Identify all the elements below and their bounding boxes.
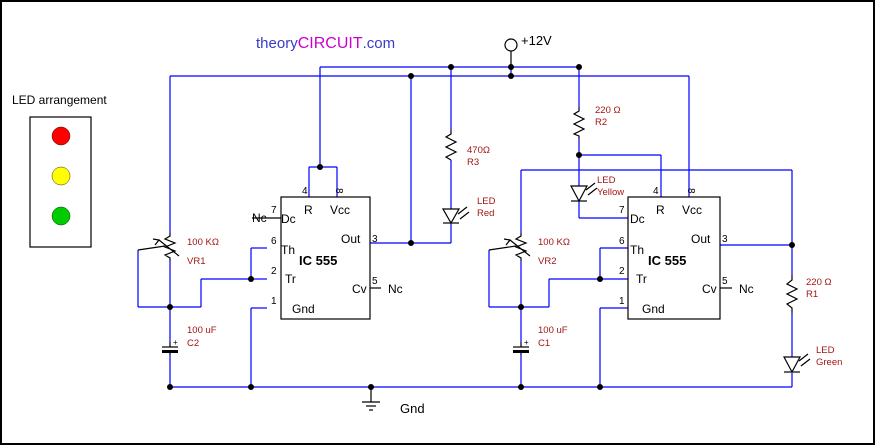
ic-right-label-th: Th	[630, 243, 644, 257]
ic-left-body	[280, 196, 371, 320]
capacitor-c2: + 100 uF C2	[162, 325, 217, 355]
capacitor-c1: + 100 uF C1	[513, 325, 568, 355]
ic-right-pin5: 5	[722, 276, 728, 287]
ic-right-body	[627, 196, 721, 320]
r1-ref: R1	[806, 289, 818, 300]
r3-ref: R3	[467, 157, 479, 168]
ic-right-pin3: 3	[722, 234, 728, 245]
ic-right-pin2: 2	[619, 266, 625, 277]
legend-title: LED arrangement	[12, 93, 107, 107]
junction-dots	[167, 64, 795, 390]
ic-left-pin7: 7	[271, 205, 277, 216]
c1-value: 100 uF	[538, 325, 568, 336]
ic-left-label-vcc: Vcc	[330, 203, 350, 217]
led-yellow-icon: LED Yellow	[570, 175, 624, 203]
resistor-r3: 470Ω R3	[444, 130, 490, 168]
ic-left-pin8: 8	[333, 188, 344, 194]
ic-right-label-dc: Dc	[630, 212, 645, 226]
led-red-icon: LED Red	[441, 196, 496, 225]
vr2-value: 100 KΩ	[538, 237, 570, 248]
ic-left-label-th: Th	[281, 243, 295, 257]
ic-right-pin7: 7	[619, 205, 625, 216]
ic-right-label-cv: Cv	[702, 282, 717, 296]
ic-right-label-r: R	[656, 203, 665, 217]
r2-value: 220 Ω	[595, 105, 621, 116]
led-yellow-label-1: LED	[597, 175, 616, 186]
resistor-r1: 220 Ω R1	[785, 275, 832, 313]
resistor-r2: 220 Ω R2	[572, 105, 621, 139]
led-yellow-label-2: Yellow	[597, 187, 624, 198]
site-title: theoryCIRCUIT.com	[256, 35, 395, 52]
ic-right-label-gnd: Gnd	[642, 302, 665, 316]
ic-right-nc-right: Nc	[739, 282, 754, 296]
site-title-part3: .com	[363, 35, 396, 52]
site-title-part1: theory	[256, 35, 298, 52]
ic-left-pin1: 1	[271, 296, 277, 307]
ic-right-pin6: 6	[619, 236, 625, 247]
ic-right-name: IC 555	[648, 253, 686, 268]
ic-right-label-vcc: Vcc	[682, 203, 702, 217]
ic-left-nc-top: Nc	[252, 211, 267, 225]
ic-right-pin8: 8	[685, 188, 696, 194]
svg-text:+: +	[524, 338, 529, 347]
ic-right-pin1: 1	[619, 296, 625, 307]
ic-left-pin2: 2	[271, 266, 277, 277]
ic-right-label-out: Out	[691, 232, 711, 246]
ic-right: IC 555 R Vcc Dc Th Tr Gnd Out Cv 4 8 7 6…	[619, 186, 754, 320]
led-red-label-1: LED	[477, 196, 496, 207]
site-title-part2: CIRCUIT	[298, 35, 363, 52]
supply-terminal-icon	[504, 38, 518, 52]
vr1-ref: VR1	[187, 256, 205, 267]
legend-red-light	[51, 126, 71, 146]
vr1-value: 100 KΩ	[187, 237, 219, 248]
r2-ref: R2	[595, 117, 607, 128]
ic-left-label-out: Out	[341, 232, 361, 246]
ic-left-pin4: 4	[302, 186, 308, 197]
potentiometer-vr1: 100 KΩ VR1	[137, 233, 219, 267]
ic-left-label-dc: Dc	[281, 212, 296, 226]
led-green-label-1: LED	[816, 345, 835, 356]
c1-ref: C1	[538, 338, 550, 349]
r3-value: 470Ω	[467, 145, 490, 156]
ground-icon	[362, 401, 380, 411]
supply-label: +12V	[521, 33, 552, 48]
ic-left: IC 555 R Vcc Dc Th Tr Gnd Out Cv 4 8 7 6…	[252, 186, 403, 320]
ic-left-name: IC 555	[299, 253, 337, 268]
svg-text:+: +	[173, 338, 178, 347]
c2-ref: C2	[187, 338, 199, 349]
ic-left-label-cv: Cv	[352, 282, 367, 296]
led-green-label-2: Green	[816, 357, 842, 368]
ic-left-label-gnd: Gnd	[292, 302, 315, 316]
ic-left-label-tr: Tr	[285, 272, 296, 286]
legend-yellow-light	[51, 166, 71, 186]
led-red-label-2: Red	[477, 208, 494, 219]
led-green-icon: LED Green	[783, 345, 842, 374]
ground-label: Gnd	[400, 401, 425, 416]
potentiometer-vr2: 100 KΩ VR2	[488, 233, 570, 267]
ic-left-label-r: R	[304, 203, 313, 217]
vr2-ref: VR2	[538, 256, 556, 267]
ic-right-label-tr: Tr	[636, 272, 647, 286]
ic-left-pin3: 3	[372, 234, 378, 245]
ic-left-pin5: 5	[372, 276, 378, 287]
ic-left-nc-right: Nc	[388, 282, 403, 296]
ic-right-pin4: 4	[653, 186, 659, 197]
r1-value: 220 Ω	[806, 277, 832, 288]
legend-green-light	[51, 206, 71, 226]
ic-left-pin6: 6	[271, 236, 277, 247]
c2-value: 100 uF	[187, 325, 217, 336]
